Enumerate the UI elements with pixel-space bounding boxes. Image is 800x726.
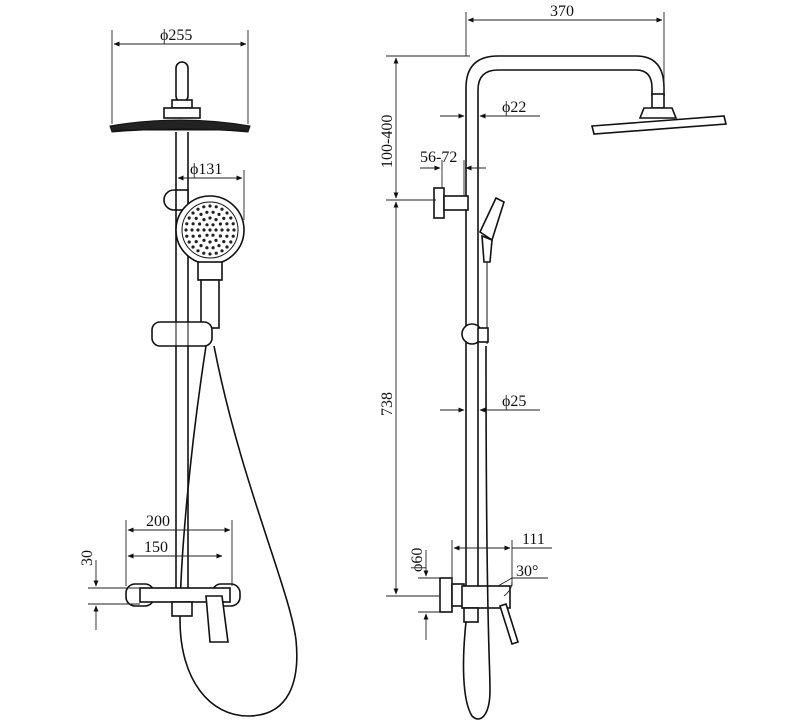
dim-handle-angle: 30° <box>516 563 538 580</box>
front-slider <box>151 321 213 347</box>
side-dimensions: 370 ϕ22 100-400 56-72 738 ϕ25 ϕ60 <box>379 3 665 640</box>
side-rain-head <box>590 107 728 135</box>
side-mixer <box>439 577 519 646</box>
front-rain-head <box>109 61 251 133</box>
dim-base-height: 30 <box>79 550 96 566</box>
front-bracket <box>163 189 189 211</box>
dim-riser-diameter: ϕ25 <box>502 393 526 410</box>
front-dimensions: ϕ255 ϕ131 200 150 30 <box>79 27 249 630</box>
dim-arm-reach: 370 <box>550 3 574 20</box>
front-hand-shower <box>175 195 245 329</box>
dim-outer-centers: 200 <box>146 513 170 530</box>
side-riser <box>465 196 479 590</box>
side-view: 370 ϕ22 100-400 56-72 738 ϕ25 ϕ60 <box>379 3 728 720</box>
front-view: ϕ255 ϕ131 200 150 30 <box>79 27 298 717</box>
dim-mixer-diameter: ϕ60 <box>409 548 426 572</box>
dim-riser-length: 738 <box>379 392 396 416</box>
dim-bracket-range: 56-72 <box>420 149 457 166</box>
dim-inner-centers: 150 <box>144 539 168 556</box>
side-wall-bracket <box>433 187 469 219</box>
side-hose <box>462 345 491 720</box>
dim-arm-pipe-diameter: ϕ22 <box>502 99 526 116</box>
dim-hand-shower-diameter: ϕ131 <box>190 161 222 178</box>
nozzle-pattern <box>184 204 236 256</box>
front-hose <box>179 345 298 717</box>
side-hand-shower <box>478 196 505 344</box>
dim-handle-projection: 111 <box>522 531 545 548</box>
side-slider <box>461 323 489 345</box>
dim-head-diameter: ϕ255 <box>160 27 192 44</box>
side-arm <box>465 55 665 196</box>
dim-arm-height-range: 100-400 <box>379 115 396 168</box>
front-mixer <box>125 583 241 643</box>
